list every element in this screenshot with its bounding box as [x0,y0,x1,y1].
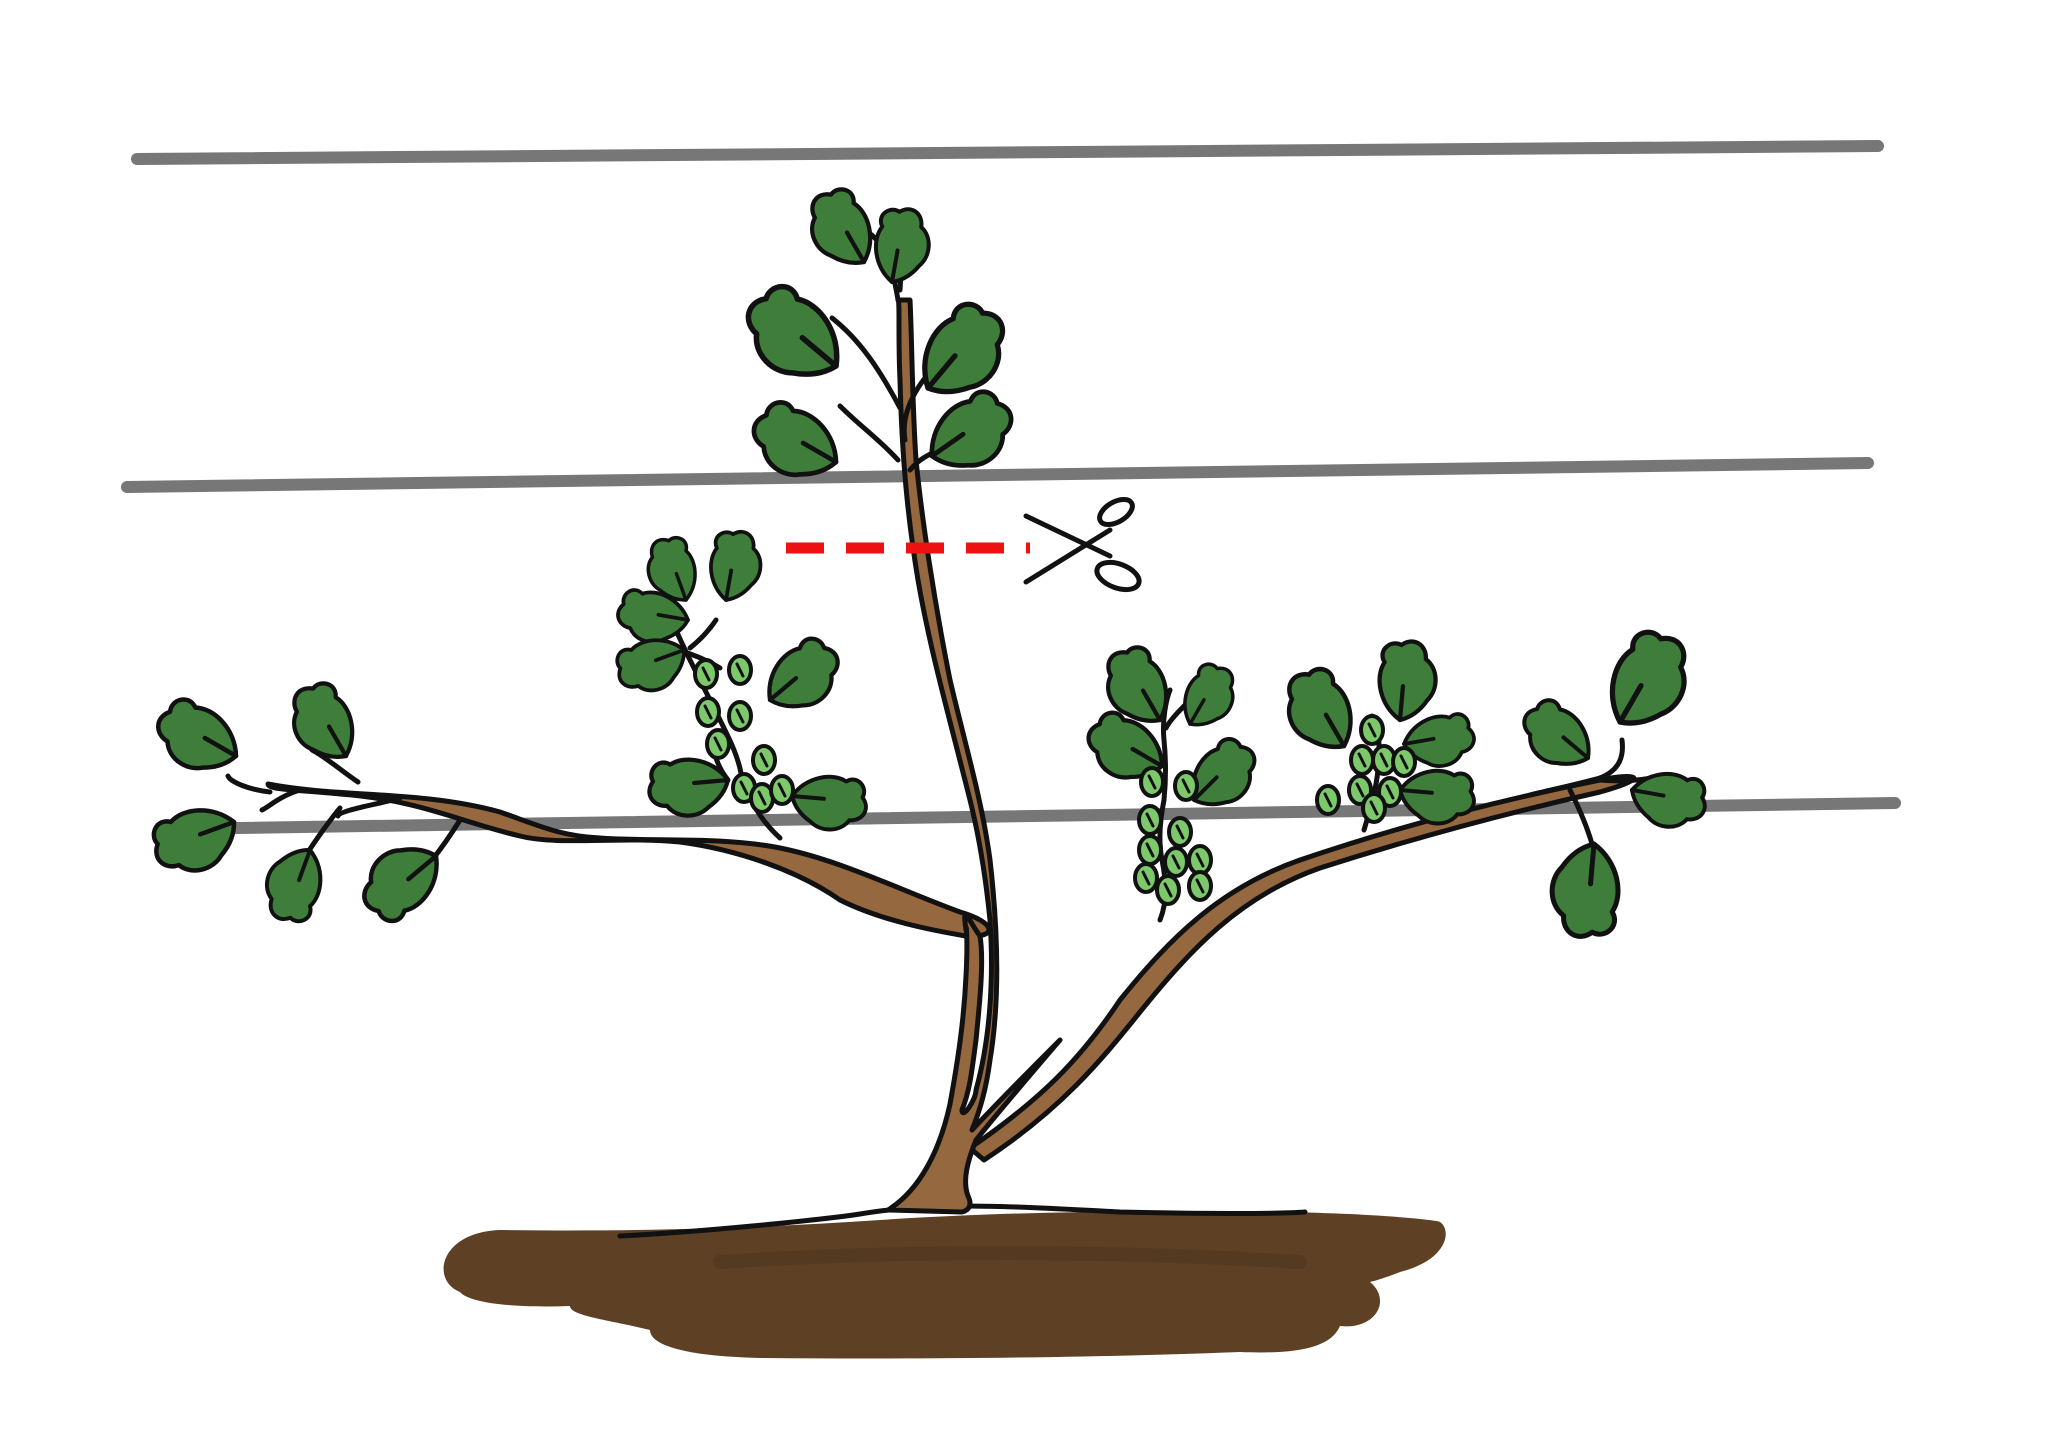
leaf [256,840,331,928]
trellis-wire-top [131,140,1884,165]
leaf [1273,661,1366,763]
soil-mound [443,1203,1446,1359]
leaf [1376,639,1439,723]
leaf [703,525,768,607]
leaf [870,205,935,288]
trunk [885,297,1063,1215]
leaf [350,830,452,929]
leaf [1171,655,1248,739]
trellis-wires [121,140,1901,835]
leaf [755,631,852,725]
leaf [146,798,245,882]
leaf [797,181,885,278]
leaf [1548,841,1622,940]
leaf [905,294,1021,414]
leaf [146,692,248,785]
leaf [731,276,856,397]
vine-wood [265,297,1637,1215]
scissors-icon [1023,497,1142,593]
leaf [1511,693,1602,781]
trellis-wire-middle [121,457,1874,493]
leaf [1594,622,1703,741]
right-cordon [967,773,1637,1163]
